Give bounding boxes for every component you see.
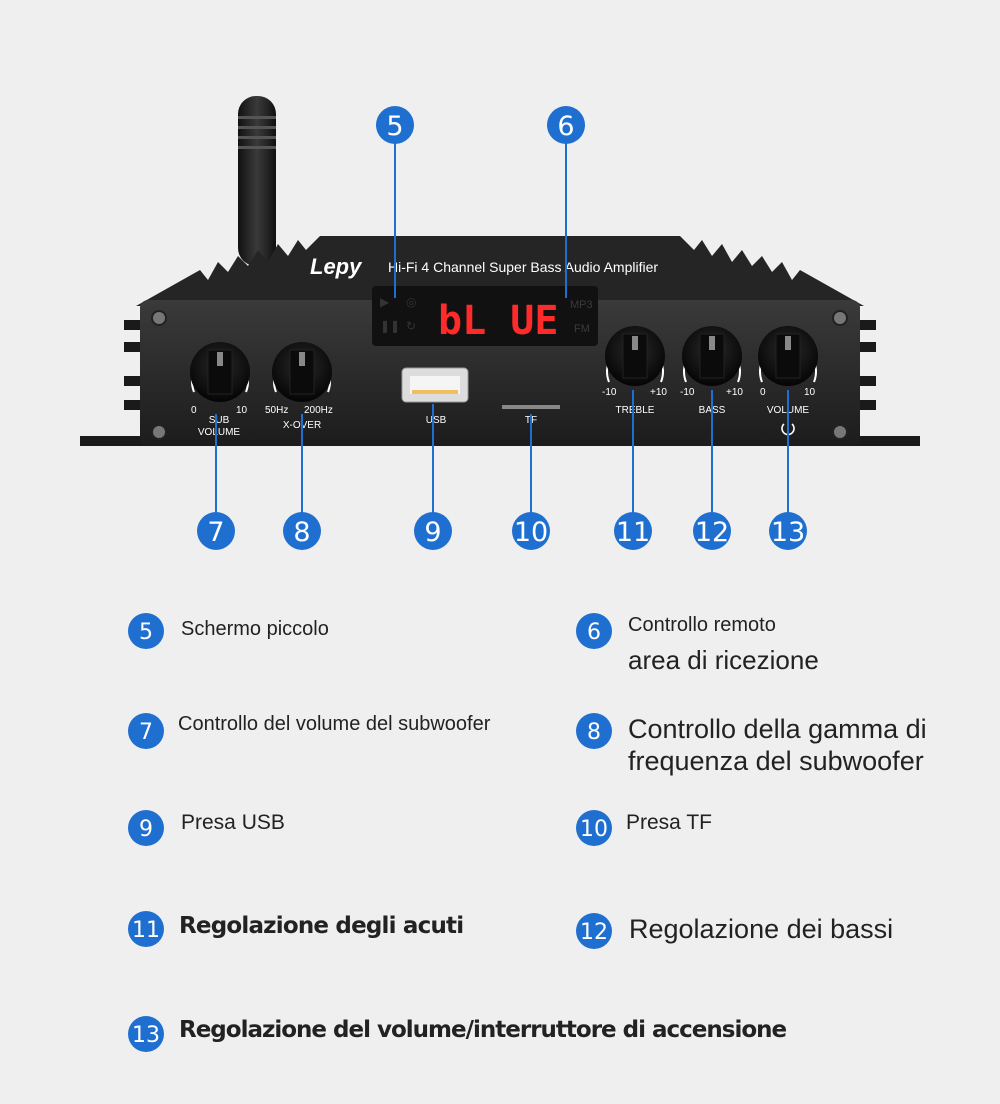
svg-text:10: 10 (514, 517, 548, 548)
bluetooth-icon: ◎ (406, 295, 416, 309)
svg-text:9: 9 (424, 517, 441, 548)
bass-max: +10 (726, 387, 743, 398)
sub-volume-label-2: VOLUME (198, 427, 241, 438)
legend-badge-11: 11 (128, 911, 164, 947)
display-fm-label: FM (574, 323, 590, 335)
legend-text-8-line1: Controllo della gamma di (628, 714, 927, 744)
legend-text-7: Controllo del volume del subwoofer (178, 713, 491, 735)
legend-badge-9: 9 (128, 810, 164, 846)
play-icon: ▶ (380, 295, 390, 309)
svg-text:7: 7 (139, 720, 153, 745)
legend-text-6-line1: Controllo remoto (628, 614, 776, 636)
heatsink-top (136, 236, 864, 306)
foot-left (80, 436, 180, 446)
legend-text-11: Regolazione degli acuti (179, 913, 464, 939)
legend-badge-6: 6 (576, 613, 612, 649)
model-title: Hi-Fi 4 Channel Super Bass Audio Amplifi… (388, 259, 658, 275)
legend-badge-8: 8 (576, 713, 612, 749)
treble-min: -10 (602, 387, 617, 398)
legend-badge-12: 12 (576, 913, 612, 949)
legend-badge-7: 7 (128, 713, 164, 749)
legend-badge-13: 13 (128, 1016, 164, 1052)
legend-text-5: Schermo piccolo (181, 618, 329, 640)
legend-badge-5: 5 (128, 613, 164, 649)
knob-bass[interactable] (682, 326, 742, 386)
side-fins-left (124, 320, 154, 410)
brand-logo: Lepy (310, 254, 363, 279)
svg-text:8: 8 (587, 720, 601, 745)
front-panel (140, 300, 860, 446)
legend-text-6-line2: area di ricezione (628, 645, 819, 675)
marker-8: 8 (283, 512, 321, 550)
marker-11: 11 (614, 512, 652, 550)
marker-6: 6 (547, 106, 585, 144)
xover-max: 200Hz (304, 405, 333, 416)
repeat-icon: ↻ (406, 319, 416, 333)
knob-treble[interactable] (605, 326, 665, 386)
svg-text:5: 5 (139, 620, 153, 645)
leader-lines (215, 142, 789, 514)
legend-text-8-line2: frequenza del subwoofer (628, 746, 924, 776)
volume-max: 10 (804, 387, 816, 398)
svg-text:5: 5 (386, 111, 403, 142)
xover-min: 50Hz (265, 405, 288, 416)
svg-text:8: 8 (293, 517, 310, 548)
svg-text:11: 11 (616, 517, 650, 548)
knob-volume[interactable] (758, 326, 818, 386)
screws (151, 310, 848, 440)
svg-text:7: 7 (207, 517, 224, 548)
side-fins-right (846, 320, 876, 410)
svg-text:11: 11 (132, 918, 160, 943)
foot-right (820, 436, 920, 446)
marker-5: 5 (376, 106, 414, 144)
knob-xover[interactable] (272, 342, 332, 402)
sub-volume-max: 10 (236, 405, 248, 416)
knob-sub-volume[interactable] (190, 342, 250, 402)
usb-port[interactable] (401, 367, 469, 403)
sub-volume-label-1: SUB (209, 415, 230, 426)
antenna (238, 96, 276, 266)
pause-icon: ❚❚ (380, 319, 400, 333)
display-mp3-label: MP3 (570, 299, 593, 311)
usb-label: USB (426, 415, 447, 426)
volume-min: 0 (760, 387, 766, 398)
svg-text:12: 12 (580, 920, 608, 945)
marker-9: 9 (414, 512, 452, 550)
svg-text:13: 13 (132, 1023, 160, 1048)
legend-badge-10: 10 (576, 810, 612, 846)
svg-text:9: 9 (139, 817, 153, 842)
svg-text:6: 6 (557, 111, 574, 142)
display-text: bL UE (438, 298, 558, 344)
tf-slot[interactable] (502, 405, 560, 409)
marker-10: 10 (512, 512, 550, 550)
marker-13: 13 (769, 512, 807, 550)
legend-text-10: Presa TF (626, 811, 712, 834)
led-display: ▶ ❚❚ ◎ ↻ bL UE MP3 FM (372, 286, 598, 346)
bass-min: -10 (680, 387, 695, 398)
svg-text:10: 10 (580, 817, 608, 842)
treble-max: +10 (650, 387, 667, 398)
svg-text:12: 12 (695, 517, 729, 548)
svg-text:6: 6 (587, 620, 601, 645)
sub-volume-min: 0 (191, 405, 197, 416)
legend-text-12: Regolazione dei bassi (629, 914, 894, 944)
svg-text:13: 13 (771, 517, 805, 548)
marker-12: 12 (693, 512, 731, 550)
legend-text-13: Regolazione del volume/interruttore di a… (179, 1017, 787, 1043)
treble-label: TREBLE (616, 405, 655, 416)
legend-text-9: Presa USB (181, 811, 285, 834)
marker-7: 7 (197, 512, 235, 550)
